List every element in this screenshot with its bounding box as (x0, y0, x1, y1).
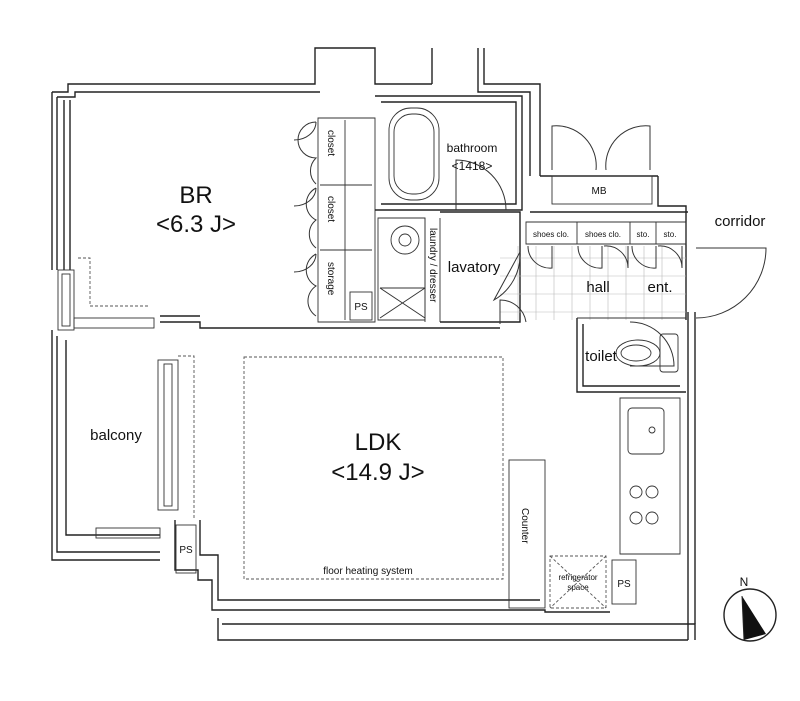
floor-heating-label: floor heating system (323, 566, 413, 577)
entrance-label: ent. (647, 279, 672, 296)
ps-label-kitchen: PS (617, 579, 631, 590)
ps-label-br: PS (354, 302, 368, 313)
north-compass-icon: N (723, 575, 777, 642)
bathroom-size-label: <1418> (452, 159, 493, 173)
storage-label: storage (325, 262, 336, 296)
shoes-closet-label-2: shoes clo. (585, 230, 621, 239)
doors (293, 121, 767, 367)
shoes-closet-label-1: shoes clo. (533, 230, 569, 239)
lavatory-label: lavatory (448, 259, 501, 276)
dashed-outlines (78, 257, 504, 580)
toilet-label: toilet (585, 348, 618, 365)
exterior-walls (51, 47, 696, 641)
ldk-size-label: <14.9 J> (331, 459, 424, 486)
hall-tiles (500, 246, 686, 320)
counter-label: Counter (519, 508, 530, 544)
ldk-label: LDK (355, 429, 402, 456)
corridor-label: corridor (715, 213, 766, 230)
storage-label-2: sto. (664, 230, 677, 239)
balcony-label: balcony (90, 427, 142, 444)
closet-label-1: closet (325, 130, 336, 156)
storage-label-1: sto. (637, 230, 650, 239)
closet-label-2: closet (325, 196, 336, 222)
bathroom-label: bathroom (447, 141, 498, 155)
br-size-label: <6.3 J> (156, 211, 236, 238)
hall-label: hall (586, 279, 609, 296)
laundry-dresser-label: laundry / dresser (427, 228, 438, 303)
mb-label: MB (592, 186, 607, 197)
windows (57, 269, 179, 539)
refrigerator-space-label: space (567, 583, 589, 592)
compass-north-label: N (740, 575, 749, 589)
interior-walls (160, 95, 687, 609)
br-label: BR (179, 182, 212, 209)
refrigerator-label: refrigerator (558, 573, 597, 582)
ps-label-balcony: PS (179, 545, 193, 556)
